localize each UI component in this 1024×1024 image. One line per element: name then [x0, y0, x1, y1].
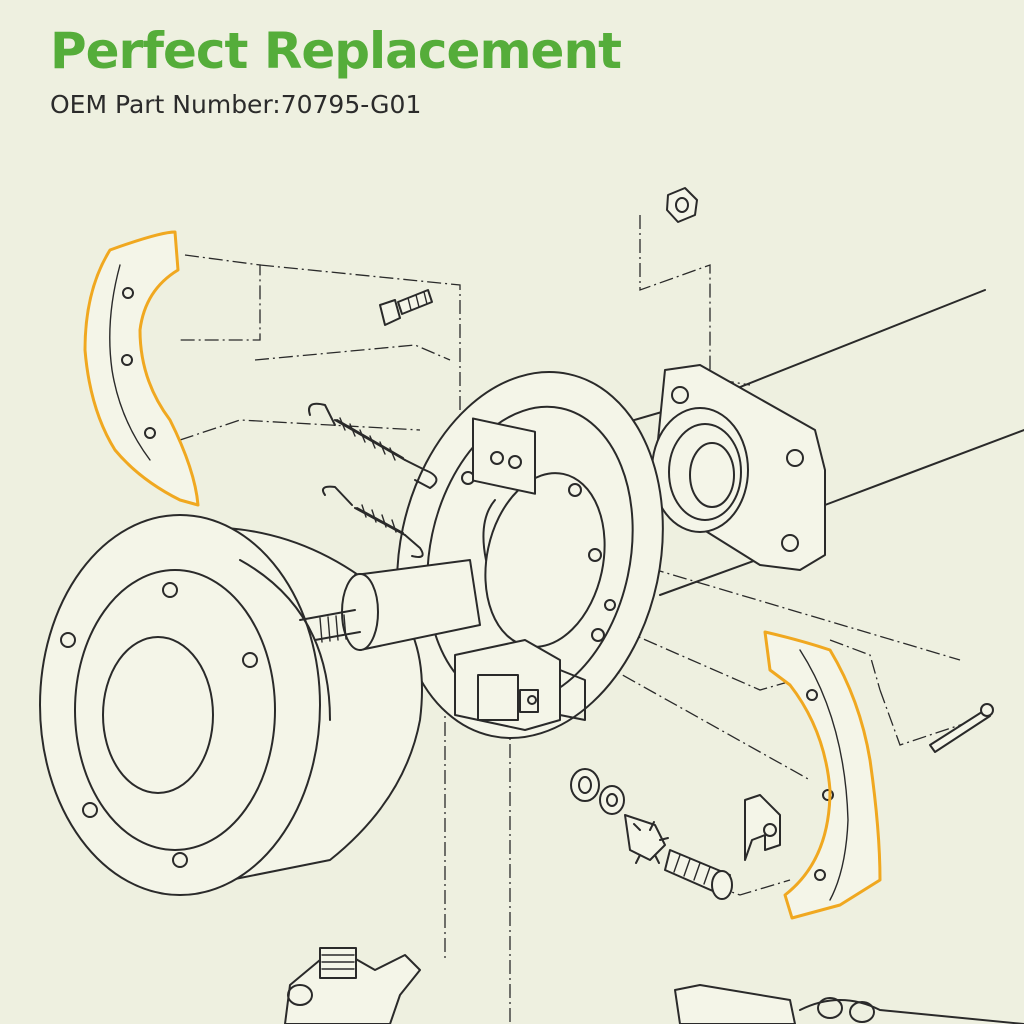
bottom-components: [284, 947, 1024, 1024]
brake-shoe-right-highlighted: [763, 630, 882, 920]
axle-shaft: [299, 559, 481, 651]
backing-plate: [396, 371, 664, 739]
brake-drum: [39, 514, 423, 896]
upper-return-spring: [308, 402, 438, 489]
retaining-clip: [744, 794, 781, 861]
page-title: Perfect Replacement: [50, 22, 622, 80]
small-hardware: [379, 187, 994, 753]
lower-return-spring: [322, 485, 424, 558]
actuator-assembly: [454, 639, 586, 731]
brake-shoe-left-highlighted: [83, 230, 200, 507]
adjuster-hardware: [570, 768, 733, 900]
oem-part-number: OEM Part Number:70795-G01: [50, 90, 422, 119]
axle-flange: [651, 364, 826, 571]
